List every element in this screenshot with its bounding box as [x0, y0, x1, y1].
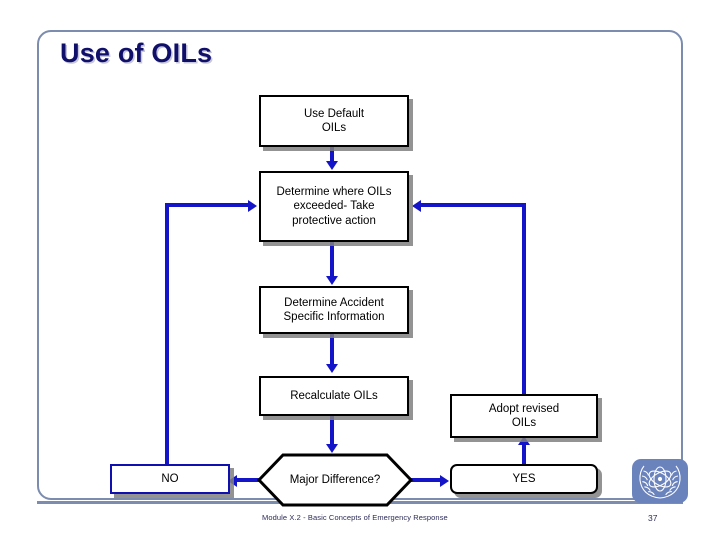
node-recalculate-oils-label: Recalculate OILs	[290, 389, 378, 402]
edge-decision-to-no	[236, 478, 262, 482]
arrowhead-left-icon	[412, 200, 421, 212]
text-line: OILs	[511, 417, 537, 429]
edge-no-horizontal	[165, 203, 250, 207]
text-line: Determine Accident	[284, 296, 384, 309]
text-line: protective action	[292, 214, 376, 227]
edge-use-default-to-determine	[330, 147, 334, 165]
text-line: OILs	[321, 122, 347, 134]
edge-yes-to-adopt	[522, 444, 526, 466]
node-adopt-revised-oils-label: Adopt revised OILs	[485, 402, 563, 430]
arrowhead-left-icon	[228, 475, 237, 487]
arrowhead-down-icon	[326, 161, 338, 170]
node-determine-exceeded-label: Determine where OILs exceeded- Take prot…	[272, 185, 395, 227]
node-determine-exceeded[interactable]: Determine where OILs exceeded- Take prot…	[259, 171, 409, 242]
text-line: exceeded- Take	[293, 200, 375, 213]
node-no[interactable]: NO	[110, 464, 230, 494]
page-number: 37	[648, 513, 658, 523]
node-use-default-oils-label: Use Default OILs	[300, 107, 368, 135]
footer-text: Module X.2 - Basic Concepts of Emergency…	[262, 513, 448, 522]
edge-accident-to-recalculate	[330, 334, 334, 367]
edge-decision-to-yes	[408, 478, 442, 482]
arrowhead-down-icon	[326, 276, 338, 285]
edge-adopt-vertical	[522, 203, 526, 395]
arrowhead-right-icon	[440, 475, 449, 487]
node-yes[interactable]: YES	[450, 464, 598, 494]
edge-recalculate-to-decision	[330, 416, 334, 449]
node-recalculate-oils[interactable]: Recalculate OILs	[259, 376, 409, 416]
text-line: Adopt revised	[488, 402, 560, 415]
node-determine-accident[interactable]: Determine Accident Specific Information	[259, 286, 409, 334]
node-major-difference[interactable]: Major Difference?	[256, 452, 414, 508]
arrowhead-down-icon	[326, 444, 338, 453]
text-line: Use Default	[303, 107, 365, 120]
iaea-logo	[632, 459, 688, 503]
node-yes-label: YES	[512, 472, 536, 485]
arrowhead-right-icon	[248, 200, 257, 212]
arrowhead-down-icon	[326, 364, 338, 373]
hexagon-shape-icon	[256, 453, 414, 507]
text-line: Determine where OILs	[276, 186, 392, 199]
node-adopt-revised-oils[interactable]: Adopt revised OILs	[450, 394, 598, 438]
node-determine-accident-label: Determine Accident Specific Information	[280, 296, 389, 324]
edge-determine-to-accident	[330, 242, 334, 278]
node-use-default-oils[interactable]: Use Default OILs	[259, 95, 409, 147]
text-line: Specific Information	[283, 311, 385, 323]
atom-laurel-icon	[639, 465, 681, 499]
edge-adopt-horizontal	[420, 203, 526, 207]
arrowhead-up-icon	[518, 436, 530, 445]
page-title: Use of OILs	[60, 38, 213, 68]
edge-no-vertical	[165, 203, 169, 465]
node-no-label: NO	[161, 472, 179, 485]
